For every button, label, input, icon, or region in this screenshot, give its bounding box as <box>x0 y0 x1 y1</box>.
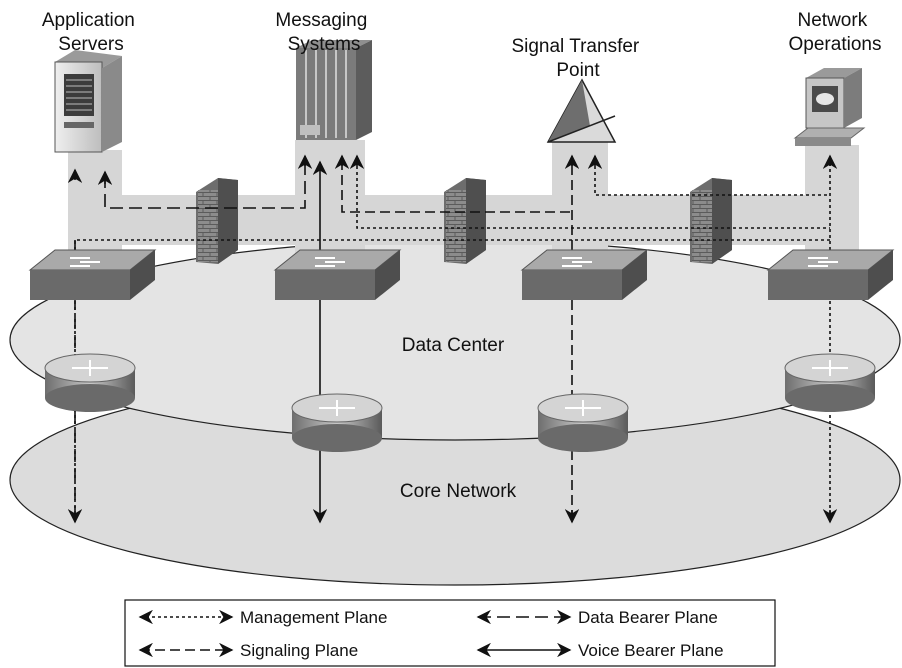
network-operations-line2: Operations <box>789 34 882 55</box>
firewall-icon <box>690 178 732 264</box>
network-operations-line1: Network <box>798 10 868 31</box>
switch-icon <box>766 249 895 300</box>
legend-management-label: Management Plane <box>240 608 387 627</box>
data-bearer-plane-lines <box>104 160 306 209</box>
signaling-plane-lines <box>341 160 573 520</box>
switch-icon <box>520 249 649 300</box>
legend-data-bearer-label: Data Bearer Plane <box>578 608 718 627</box>
network-operations-icon <box>793 68 866 146</box>
router-icon <box>291 393 383 452</box>
signal-transfer-point-icon <box>546 78 617 143</box>
flow-arrowheads <box>67 154 838 524</box>
network-operations-label: Network Operations <box>789 10 882 55</box>
application-servers-line1: Application <box>42 10 135 31</box>
data-center-label: Data Center <box>402 335 505 356</box>
firewall-icon <box>444 178 486 264</box>
messaging-systems-label: Messaging Systems <box>275 10 372 55</box>
messaging-systems-line1: Messaging <box>275 10 367 31</box>
signal-transfer-point-line1: Signal Transfer <box>511 36 639 57</box>
signal-transfer-point-label: Signal Transfer Point <box>511 36 644 81</box>
legend-voice-bearer-label: Voice Bearer Plane <box>578 641 724 660</box>
messaging-system-icon <box>296 40 372 140</box>
firewall-icon <box>196 178 238 264</box>
signal-transfer-point-line2: Point <box>556 60 600 81</box>
router-icon <box>784 353 876 412</box>
switch-icon <box>28 249 157 300</box>
router-icon <box>44 353 136 412</box>
application-servers-line2: Servers <box>58 34 123 55</box>
application-server-icon <box>54 50 122 153</box>
router-icon <box>537 393 629 452</box>
switch-icon <box>273 249 402 300</box>
legend-signaling-label: Signaling Plane <box>240 641 358 660</box>
application-servers-label: Application Servers <box>42 10 140 55</box>
messaging-systems-line2: Systems <box>288 34 361 55</box>
legend: Management Plane Data Bearer Plane Signa… <box>124 599 776 667</box>
core-network-label: Core Network <box>400 481 517 502</box>
management-plane-lines <box>74 155 831 520</box>
